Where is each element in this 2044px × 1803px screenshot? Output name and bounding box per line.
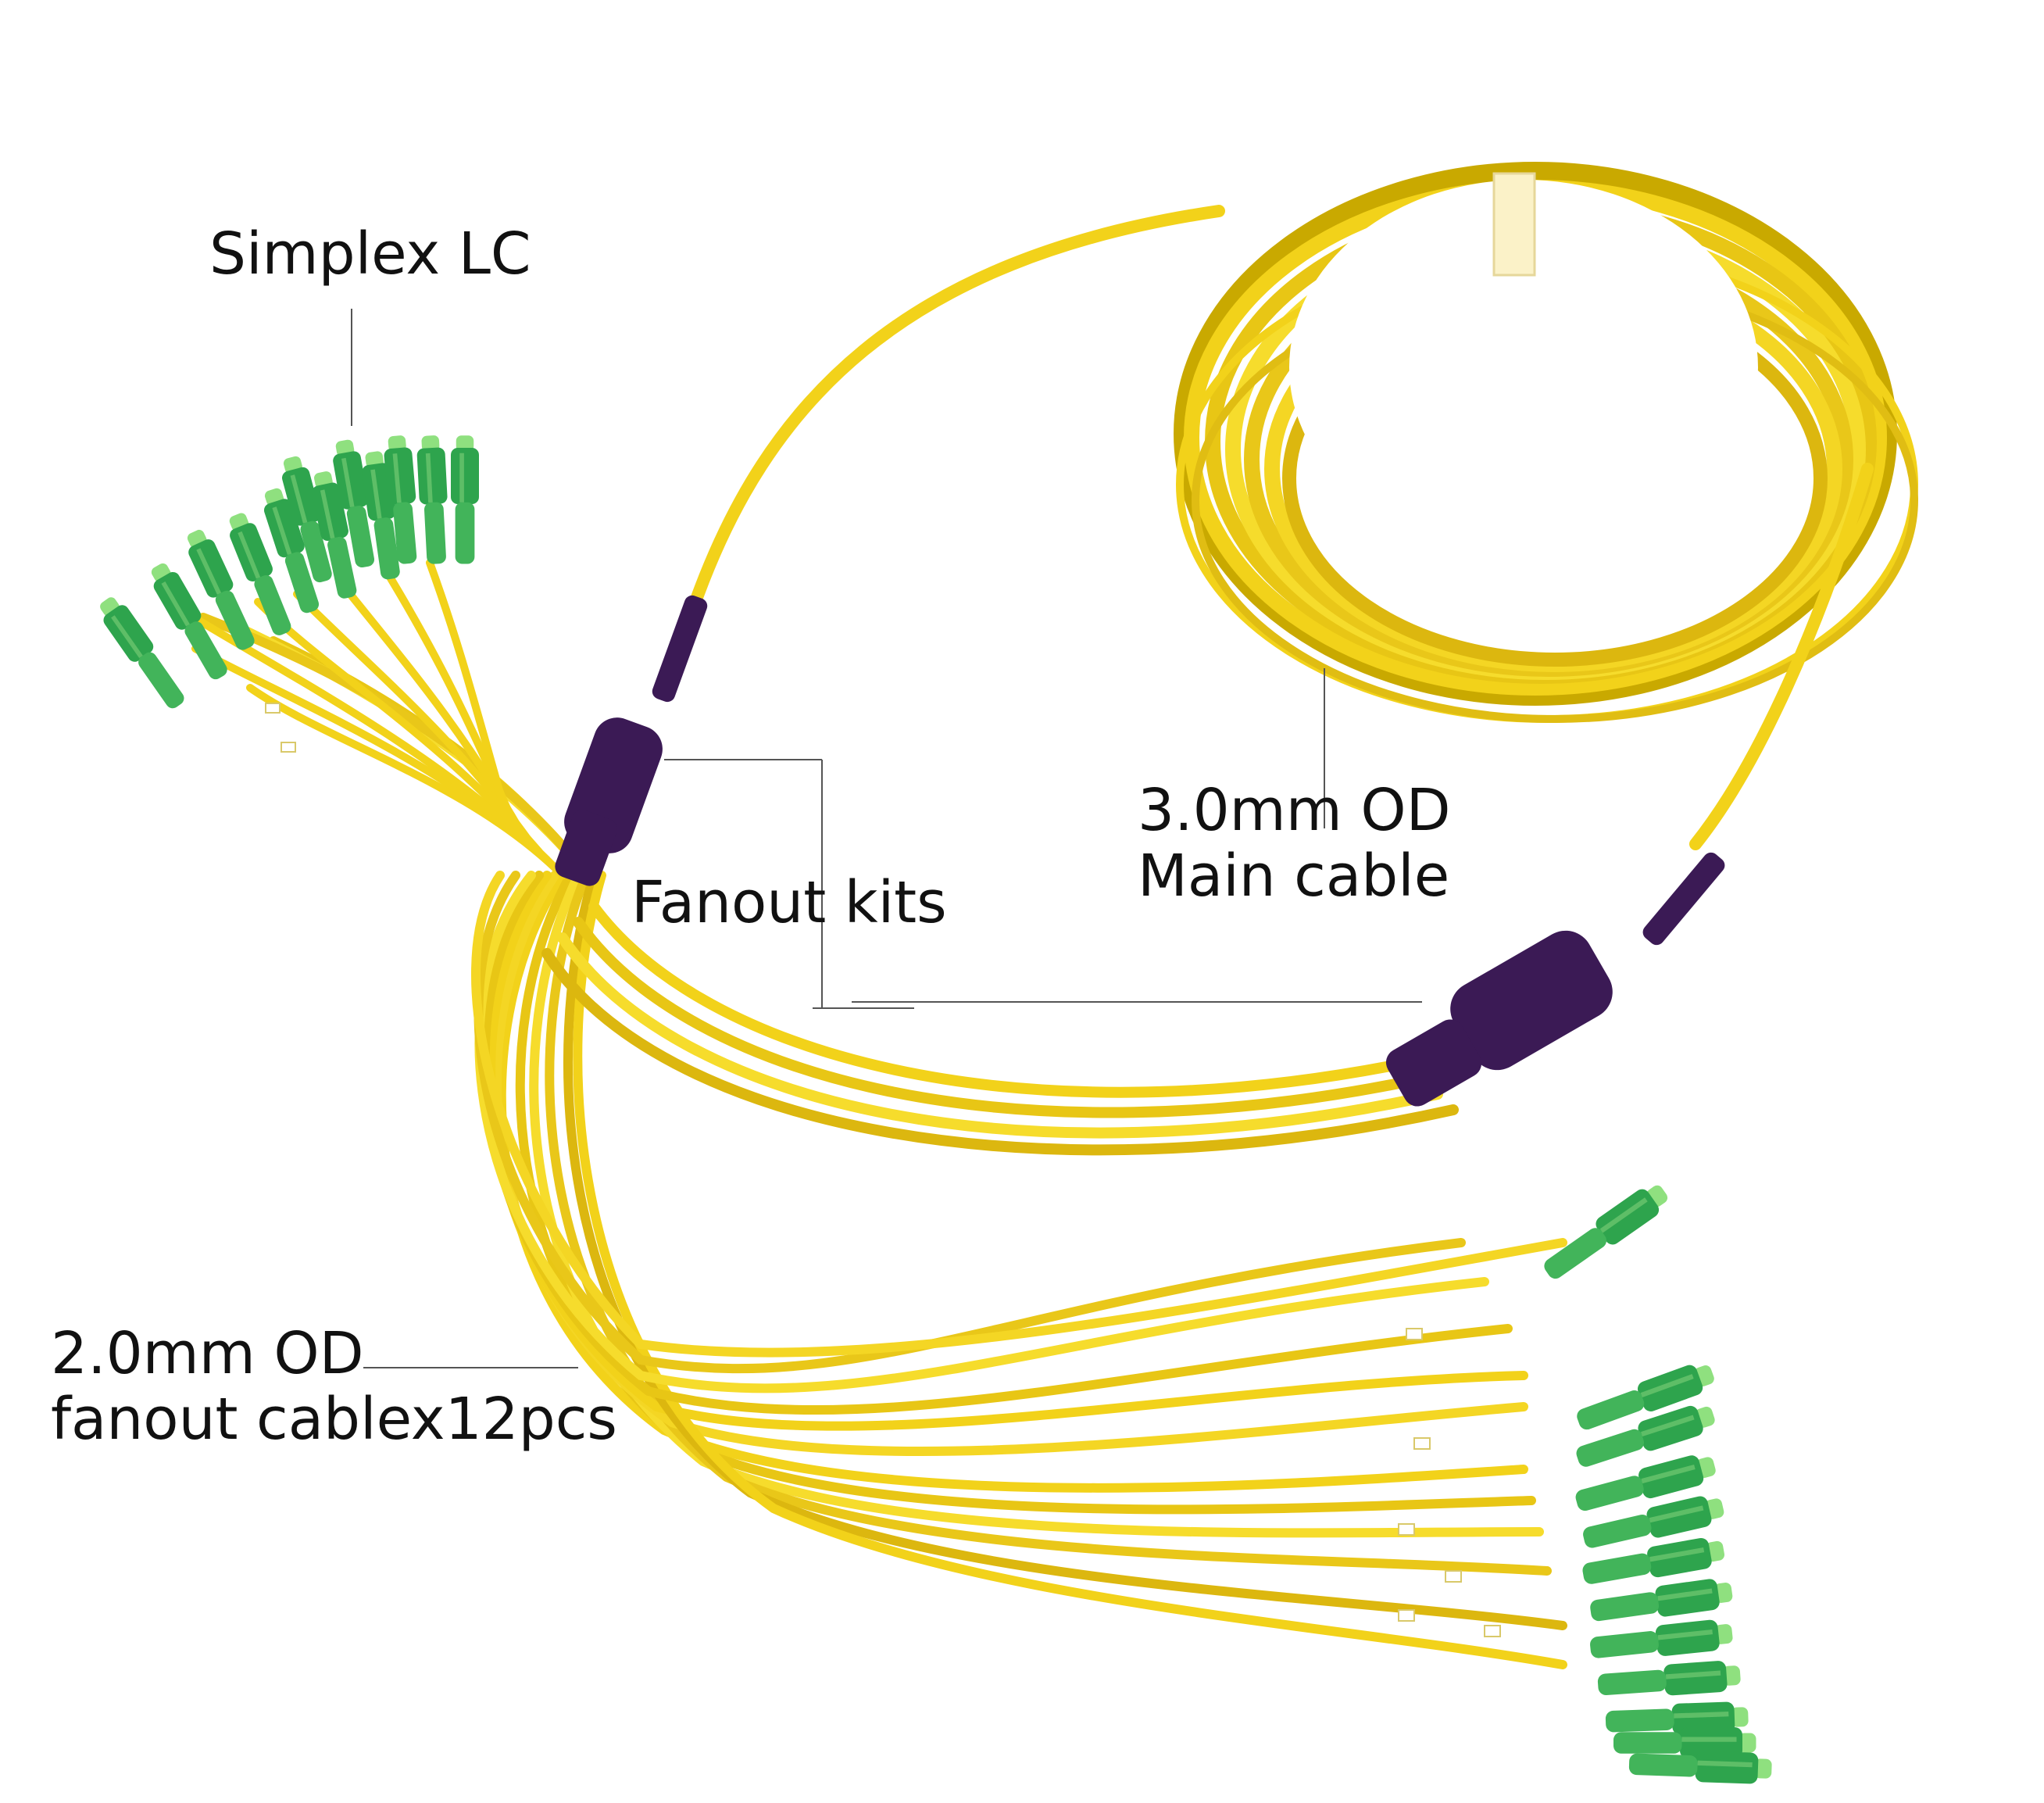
upper-fanout-kit	[555, 595, 708, 886]
fanout-cable-label-line2: fanout cablex12pcs	[51, 1386, 617, 1453]
fanout-cable-label-line1: 2.0mm OD	[51, 1320, 364, 1387]
cable-coil	[1174, 162, 1918, 723]
fanout-cable-label: 2.0mm OD fanout cablex12pcs	[51, 1321, 617, 1452]
leader-lines	[351, 309, 1422, 1368]
fanout-bundle	[198, 613, 1567, 1669]
fanout-kits-label: Fanout kits	[631, 869, 947, 936]
main-cable-label-line2: Main cable	[1138, 842, 1450, 910]
cable-tie	[1492, 172, 1536, 277]
main-cable-label: 3.0mm OD Main cable	[1138, 778, 1451, 909]
main-cable-right	[1689, 463, 1874, 850]
main-cable-label-line1: 3.0mm OD	[1138, 777, 1451, 844]
simplex-lc-label: Simplex LC	[209, 220, 531, 288]
simplex-lc-connectors-bottom	[1538, 1178, 1773, 1785]
right-fanout-kit	[1385, 852, 1725, 1107]
upper-fanout-legs	[164, 559, 566, 879]
main-cable-loop	[689, 205, 1225, 608]
cable-sleeve-labels	[265, 703, 1501, 1637]
